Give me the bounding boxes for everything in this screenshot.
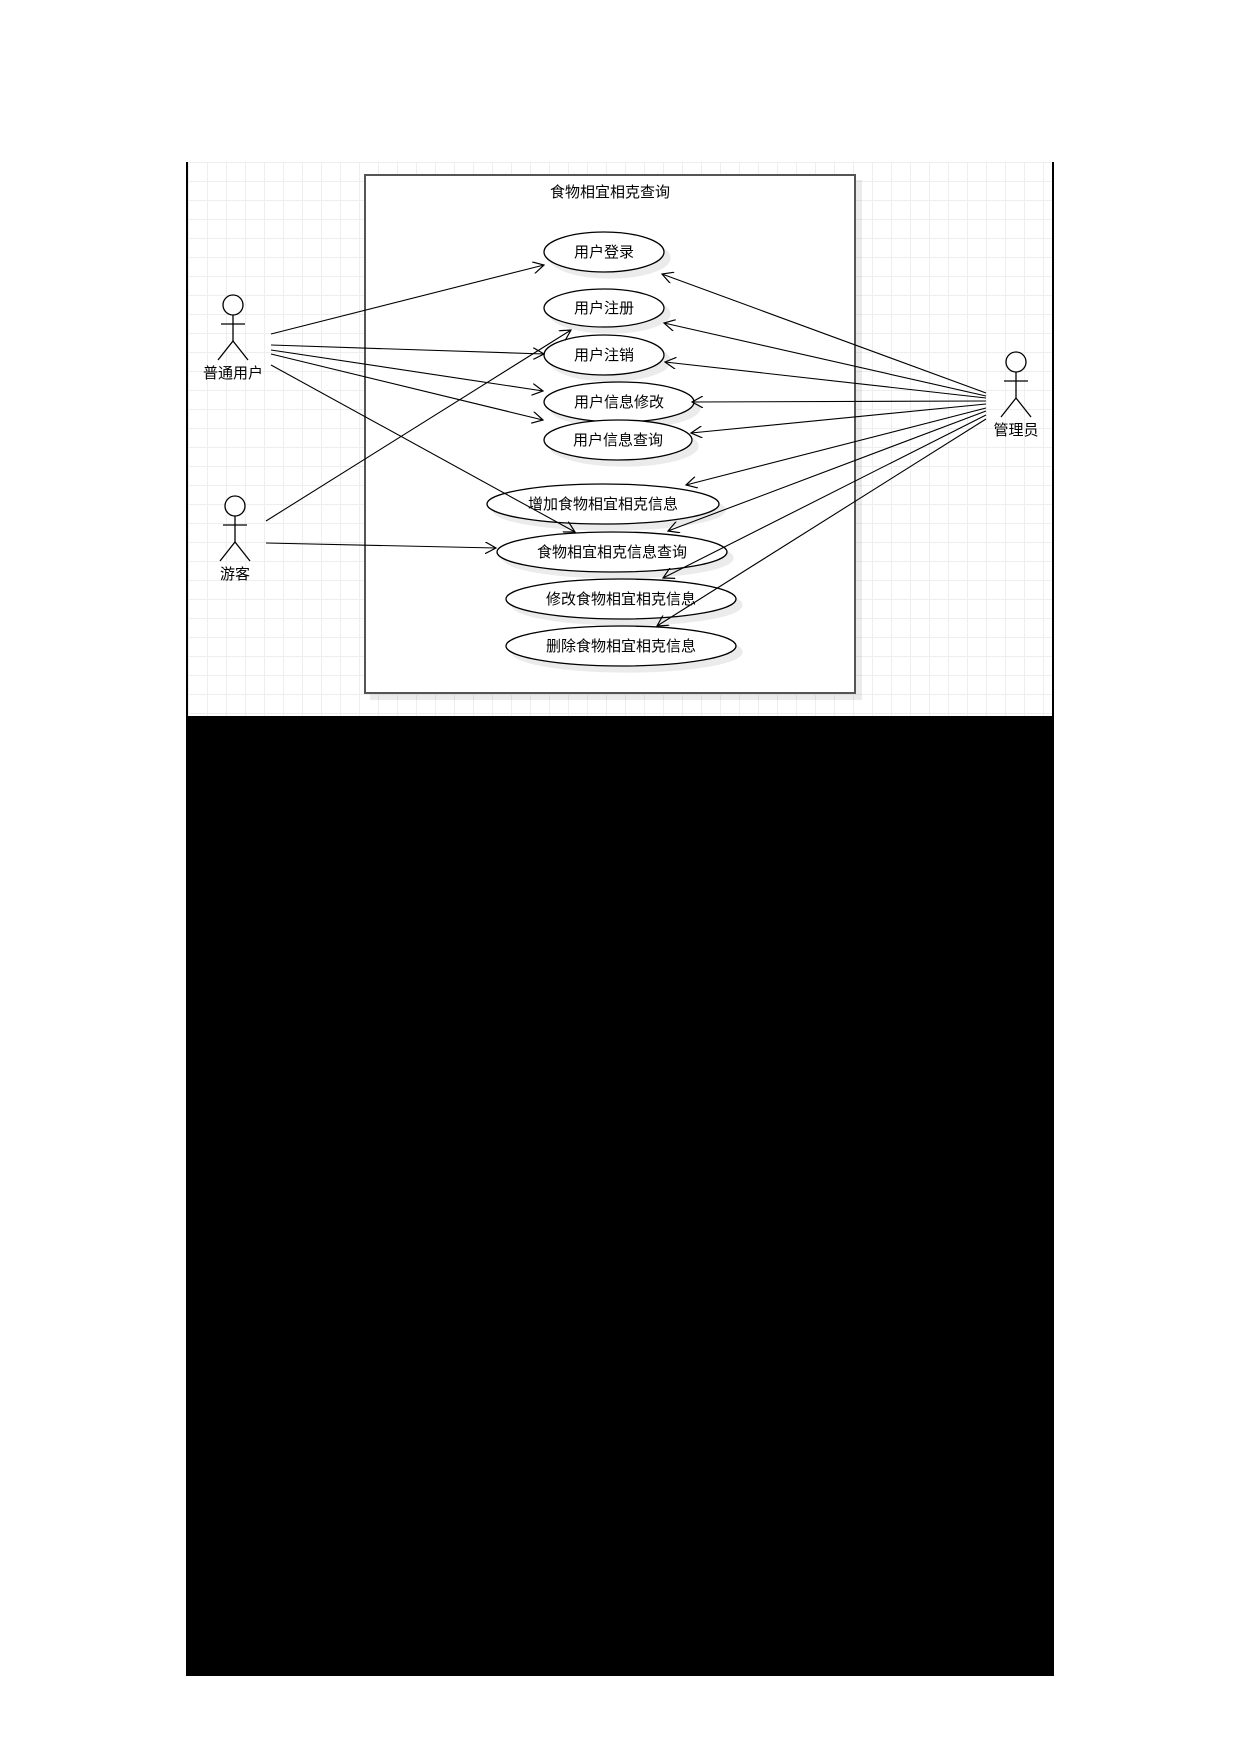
association-arrow <box>265 330 571 522</box>
actor-guest[interactable]: 游客 <box>219 495 251 583</box>
use-case-deregister[interactable]: 用户注销 <box>543 334 665 376</box>
association-arrow <box>657 418 987 626</box>
system-title: 食物相宜相克查询 <box>550 183 670 201</box>
use-case-login[interactable]: 用户登录 <box>543 231 665 273</box>
actor-regular_user[interactable]: 普通用户 <box>203 294 263 382</box>
association-arrow <box>270 349 543 391</box>
use-case-label: 食物相宜相克信息查询 <box>537 543 687 561</box>
actor-head-icon <box>1005 351 1027 373</box>
association-arrow <box>664 323 987 397</box>
actor-label: 管理员 <box>993 421 1038 439</box>
actor-label: 普通用户 <box>203 364 263 382</box>
association-arrow <box>663 414 987 578</box>
association-arrow <box>692 401 987 402</box>
use-case-label: 用户登录 <box>574 243 634 261</box>
association-arrow <box>270 353 543 420</box>
use-case-delete_food[interactable]: 删除食物相宜相克信息 <box>505 625 737 667</box>
association-arrow <box>662 274 987 394</box>
association-arrow <box>686 407 987 485</box>
actor-admin[interactable]: 管理员 <box>993 351 1039 439</box>
use-case-label: 用户信息查询 <box>573 431 663 449</box>
association-arrow <box>270 364 575 532</box>
use-case-edit_food[interactable]: 修改食物相宜相克信息 <box>505 578 737 620</box>
use-case-edit_user[interactable]: 用户信息修改 <box>543 381 695 423</box>
actor-head-icon <box>222 294 244 316</box>
association-arrow <box>668 410 987 531</box>
association-arrow <box>265 543 496 548</box>
use-cases: 用户登录用户注册用户注销用户信息修改用户信息查询增加食物相宜相克信息食物相宜相克… <box>486 231 737 667</box>
use-case-query_food[interactable]: 食物相宜相克信息查询 <box>496 531 728 573</box>
actor-label: 游客 <box>220 565 250 583</box>
associations <box>265 265 987 626</box>
use-case-add_food[interactable]: 增加食物相宜相克信息 <box>486 483 720 525</box>
use-case-label: 用户信息修改 <box>574 393 664 411</box>
association-arrow <box>665 362 987 399</box>
actor-head-icon <box>224 495 246 517</box>
redacted-region <box>186 716 1054 1676</box>
use-case-label: 用户注册 <box>574 299 634 317</box>
association-arrow <box>270 344 544 354</box>
use-case-label: 删除食物相宜相克信息 <box>546 637 696 655</box>
association-arrow <box>691 403 987 433</box>
use-case-register[interactable]: 用户注册 <box>543 288 665 328</box>
use-case-label: 修改食物相宜相克信息 <box>546 590 696 608</box>
use-case-label: 用户注销 <box>574 346 634 364</box>
use-case-query_user[interactable]: 用户信息查询 <box>543 419 693 461</box>
association-arrow <box>270 265 544 335</box>
use-case-label: 增加食物相宜相克信息 <box>528 495 678 513</box>
